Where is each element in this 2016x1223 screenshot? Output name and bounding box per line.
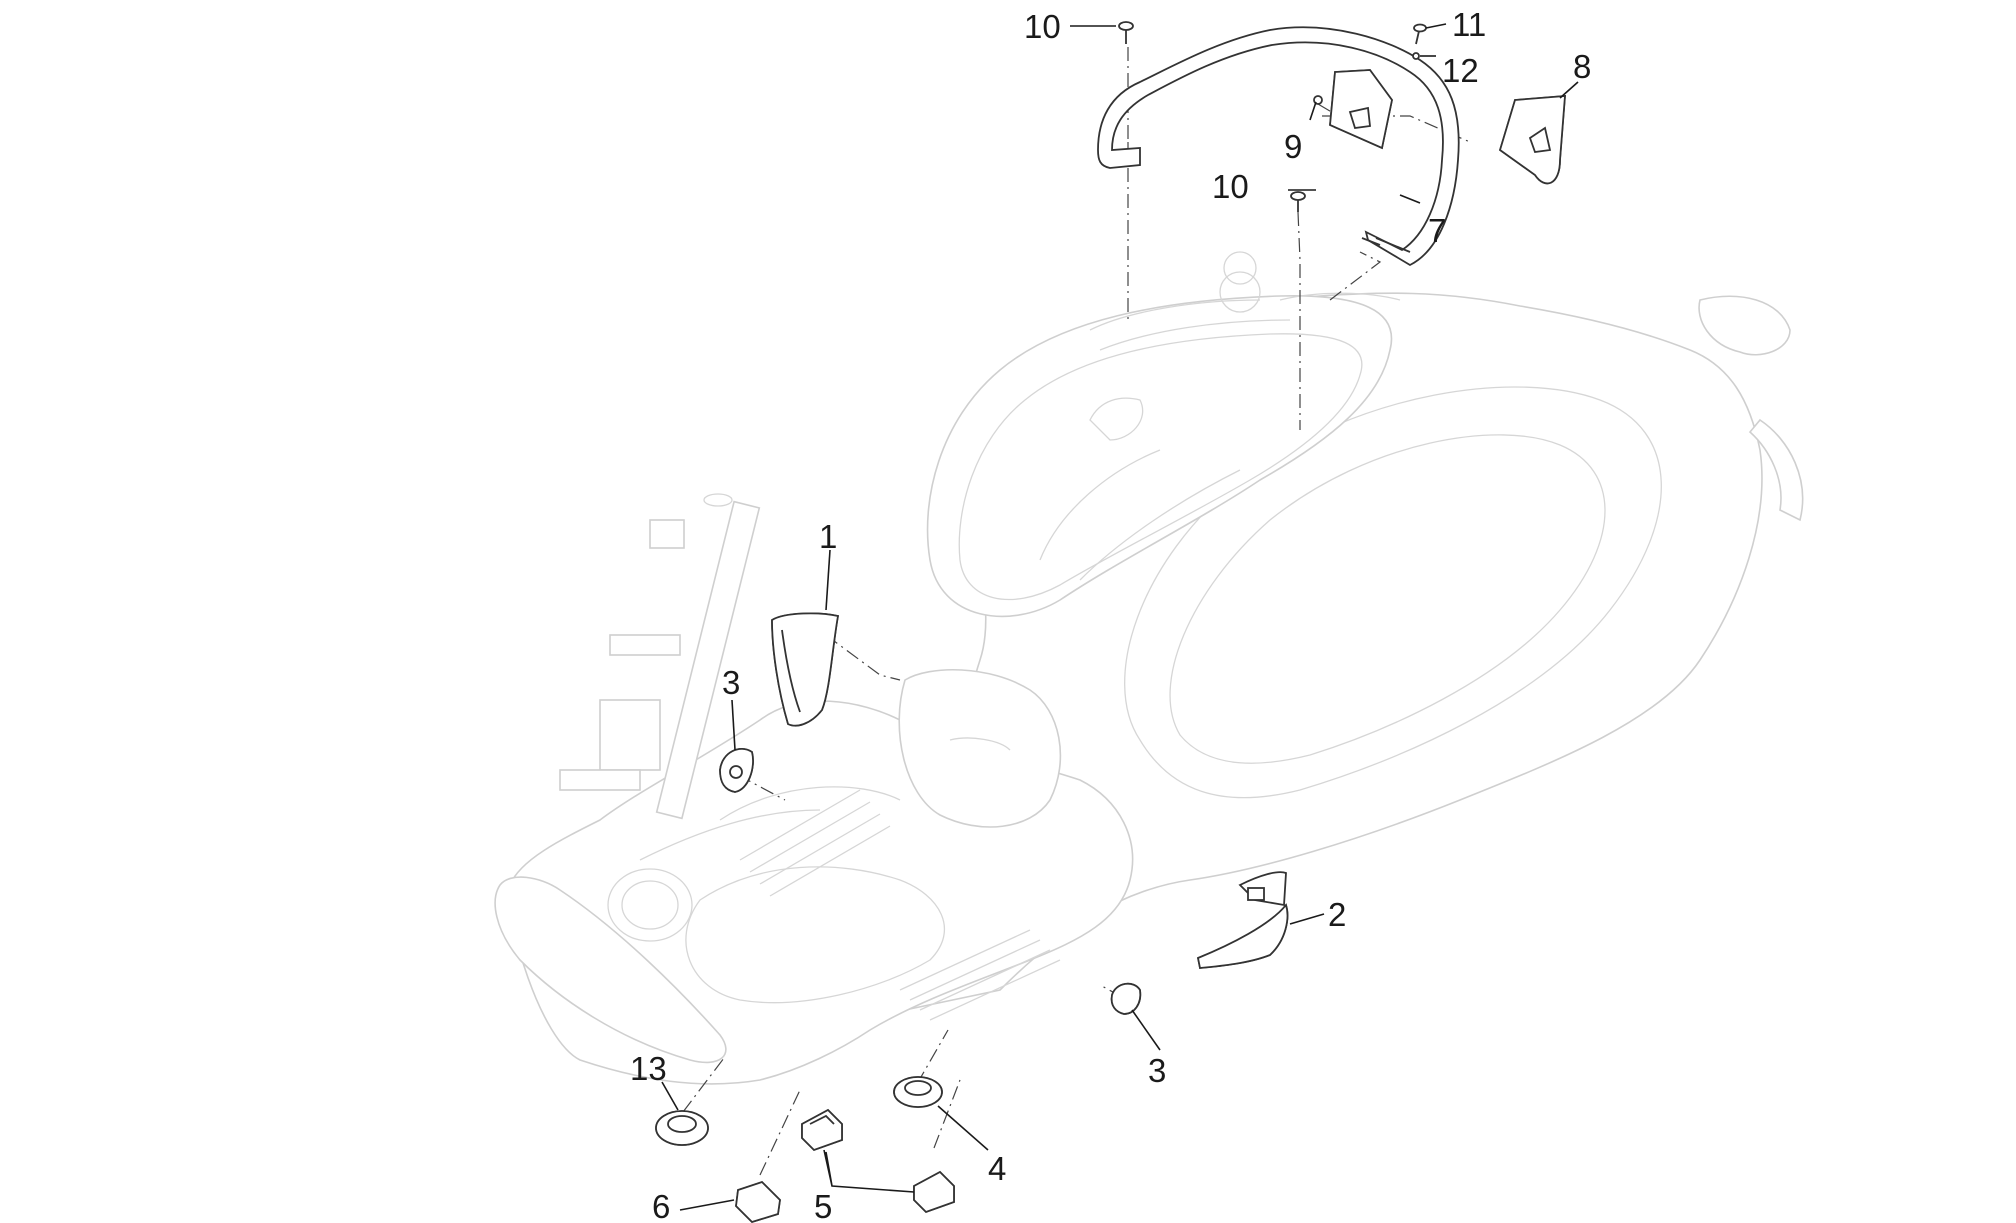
part-1-cover — [771, 612, 840, 727]
part-5-plug-upper — [801, 1108, 843, 1152]
part-7-grab-handle — [1097, 26, 1460, 267]
part-5-plug-lower — [913, 1170, 955, 1214]
callout-1: 1 — [819, 518, 837, 555]
part-4-grommet — [893, 1076, 943, 1108]
callout-2: 2 — [1328, 896, 1346, 933]
callout-13: 13 — [630, 1050, 667, 1087]
callout-10-top: 10 — [1024, 8, 1061, 45]
part-11-screw — [1413, 23, 1427, 45]
leader-lines — [661, 23, 1579, 1211]
part-13-grommet — [655, 1110, 709, 1146]
part-3-cap-lower — [1110, 982, 1142, 1015]
scooter-body — [494, 251, 1804, 1085]
part-10-screw-lower — [1290, 191, 1306, 212]
part-9-bracket — [1313, 69, 1393, 150]
callout-12: 12 — [1442, 52, 1479, 89]
callout-3-upper: 3 — [722, 664, 740, 701]
callout-4: 4 — [988, 1150, 1006, 1187]
callout-7: 7 — [1428, 212, 1446, 249]
callout-labels: 10 11 12 8 9 10 7 1 3 2 3 13 4 5 6 — [630, 6, 1591, 1223]
callout-6: 6 — [652, 1188, 670, 1223]
part-6-pad — [735, 1180, 781, 1223]
callout-5: 5 — [814, 1188, 832, 1223]
callout-10-lower: 10 — [1212, 168, 1249, 205]
part-3-cap-upper — [719, 748, 754, 793]
part-12-washer — [1412, 52, 1420, 60]
callout-9: 9 — [1284, 128, 1302, 165]
part-10-screw-top — [1118, 21, 1134, 44]
callout-8: 8 — [1573, 48, 1591, 85]
callout-3-lower: 3 — [1148, 1052, 1166, 1089]
callout-11: 11 — [1452, 6, 1486, 43]
steering-column — [559, 493, 761, 820]
part-8-cover — [1498, 95, 1566, 185]
part-2-trim — [1196, 871, 1289, 969]
